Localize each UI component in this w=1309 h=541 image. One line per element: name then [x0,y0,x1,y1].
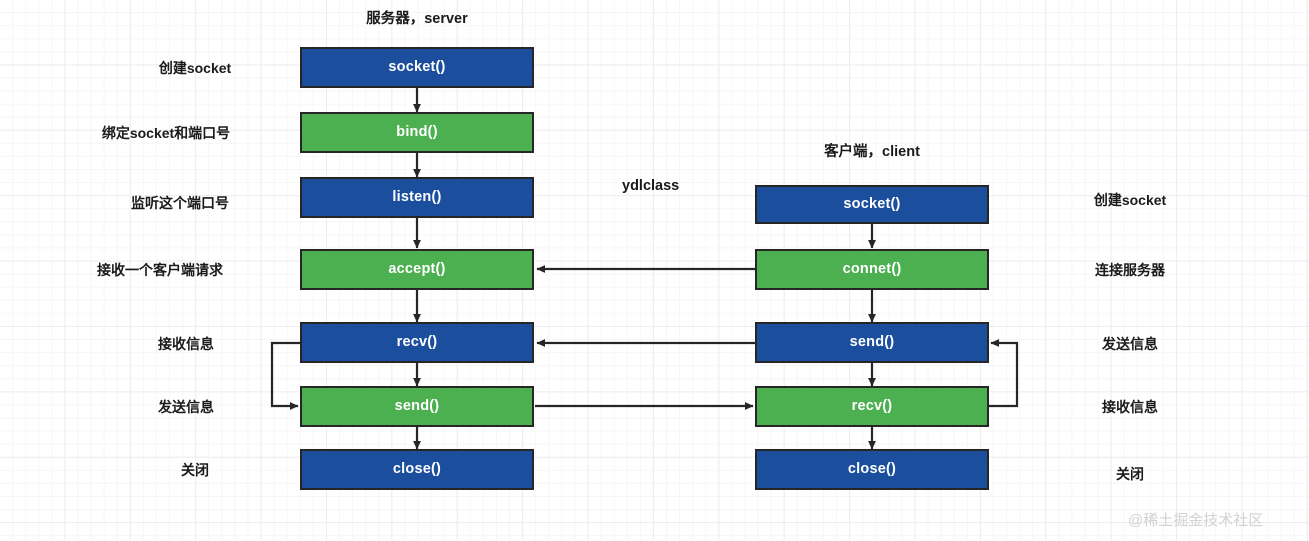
client-caption-socket: 创建socket [1093,192,1167,208]
client-caption-send: 发送信息 [1102,336,1158,352]
client-node-socket[interactable]: socket() [755,185,989,224]
server-caption-socket: 创建socket [158,60,232,76]
client-node-close[interactable]: close() [755,449,989,490]
client-node-send[interactable]: send() [755,322,989,363]
server-column-title: 服务器，server [366,11,468,27]
client-node-recv[interactable]: recv() [755,386,989,427]
server-node-close[interactable]: close() [300,449,534,490]
server-caption-close: 关闭 [181,462,209,478]
client-caption-recv: 接收信息 [1102,399,1158,415]
client-caption-close: 关闭 [1116,466,1144,482]
server-caption-send: 发送信息 [158,399,214,415]
brandmark-label: ydlclass [622,178,680,194]
server-caption-recv: 接收信息 [158,336,214,352]
server-node-recv[interactable]: recv() [300,322,534,363]
client-caption-connet: 连接服务器 [1095,262,1165,278]
server-caption-listen: 监听这个端口号 [131,195,229,211]
client-node-connet[interactable]: connet() [755,249,989,290]
site-watermark: @稀土掘金技术社区 [1128,512,1264,529]
client-column-title: 客户端，client [824,144,920,160]
server-node-bind[interactable]: bind() [300,112,534,153]
edge-client-loop-recv-to-send [989,339,1019,408]
server-node-socket[interactable]: socket() [300,47,534,88]
server-caption-accept: 接收一个客户端请求 [97,262,223,278]
edge-server-loop-recv-to-send [270,341,300,410]
server-node-send[interactable]: send() [300,386,534,427]
server-node-accept[interactable]: accept() [300,249,534,290]
server-node-listen[interactable]: listen() [300,177,534,218]
server-caption-bind: 绑定socket和端口号 [101,125,231,141]
